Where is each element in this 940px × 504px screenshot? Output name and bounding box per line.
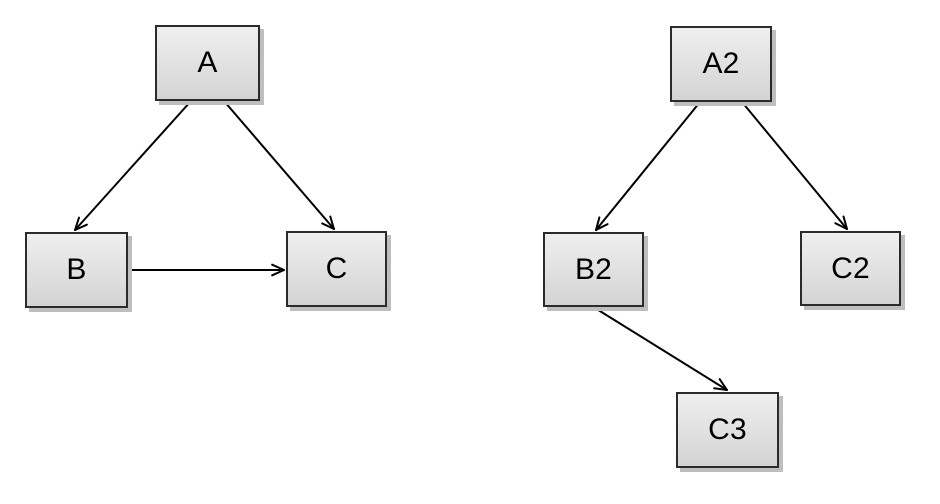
node-label-C2: C2: [831, 251, 870, 285]
arrowhead-stroke-A-C-1: [329, 215, 335, 230]
edge-B2-C3[interactable]: [594, 307, 728, 391]
arrowhead-stroke-B2-C3-1: [718, 378, 728, 391]
arrowhead-stroke-A-C-0: [321, 222, 335, 230]
arrowhead-stroke-A-B-1: [74, 223, 88, 231]
node-A[interactable]: A: [155, 25, 260, 101]
node-C2[interactable]: C2: [800, 231, 901, 306]
node-C3[interactable]: C3: [676, 392, 779, 468]
edge-A2-B2[interactable]: [595, 101, 701, 231]
node-label-A2: A2: [702, 47, 740, 80]
node-C[interactable]: C: [286, 231, 387, 307]
arrowhead-stroke-B-C-1: [271, 263, 285, 271]
edge-line-A-B: [74, 100, 192, 231]
edge-line-A2-B2: [595, 101, 701, 231]
edge-A-C[interactable]: [223, 100, 335, 230]
node-B2[interactable]: B2: [543, 232, 644, 307]
node-label-A: A: [197, 46, 218, 79]
edge-A-B[interactable]: [74, 100, 192, 231]
edge-B-C[interactable]: [129, 263, 285, 277]
node-B[interactable]: B: [25, 232, 128, 308]
node-label-B: B: [66, 253, 87, 286]
edge-line-B2-C3: [594, 307, 728, 391]
node-label-C: C: [325, 252, 348, 285]
arrowhead-stroke-A2-C2-1: [842, 215, 848, 230]
node-label-B2: B2: [574, 252, 613, 286]
arrowhead-stroke-A2-B2-0: [595, 216, 601, 231]
arrowhead-stroke-B2-C3-0: [713, 387, 728, 391]
arrowhead-stroke-A2-B2-1: [595, 223, 609, 231]
edge-A2-C2[interactable]: [741, 101, 848, 230]
edge-line-A2-C2: [741, 101, 848, 230]
arrowhead-stroke-A2-C2-0: [834, 222, 848, 230]
arrowhead-stroke-A-B-0: [74, 216, 80, 231]
edge-line-A-C: [223, 100, 335, 230]
node-label-C3: C3: [708, 413, 747, 446]
arrowhead-stroke-B-C-0: [271, 269, 285, 277]
node-A2[interactable]: A2: [670, 26, 772, 102]
